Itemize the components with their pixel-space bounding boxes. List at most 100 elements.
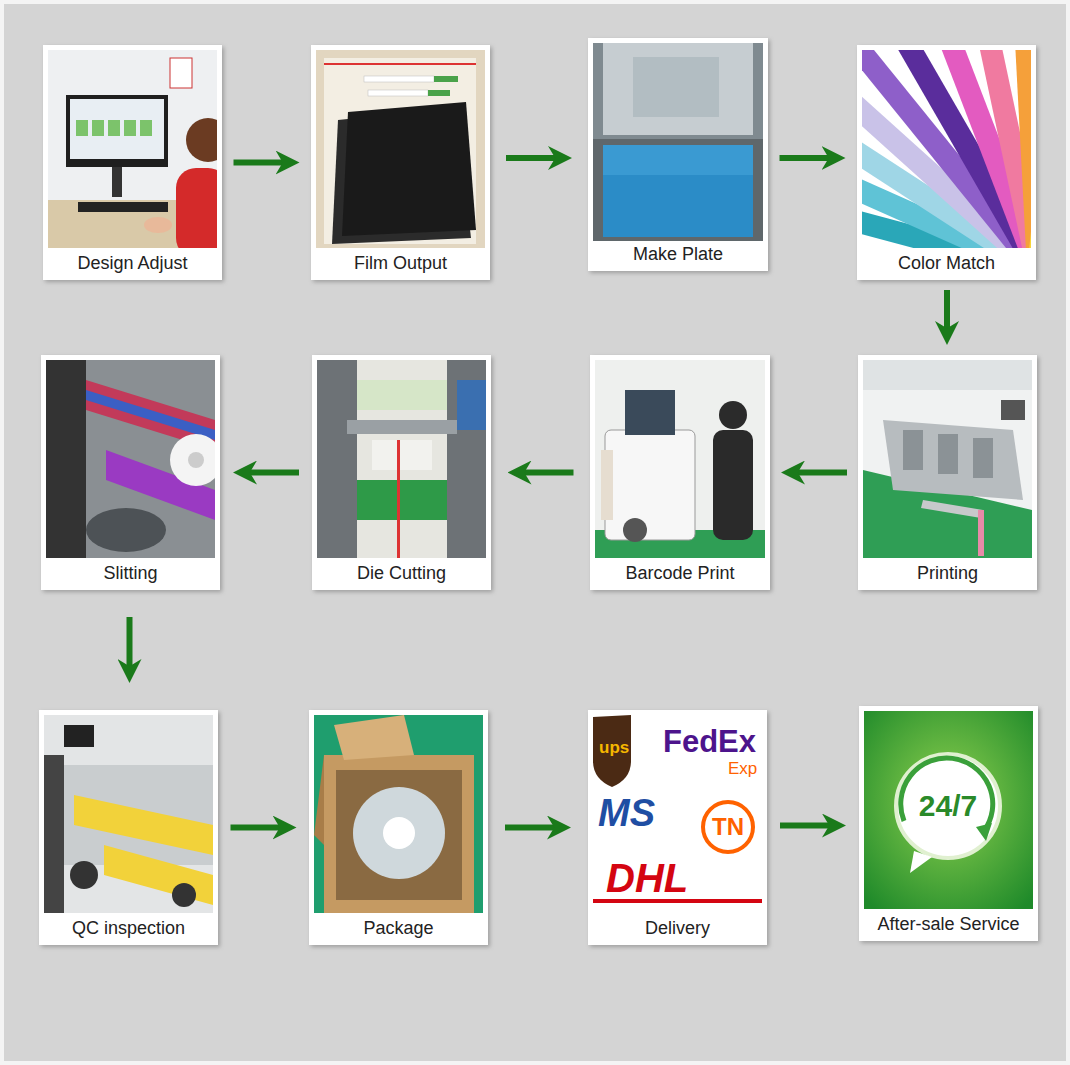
barcode-photo	[595, 360, 765, 558]
design-photo	[70, 99, 164, 159]
design-photo	[124, 120, 136, 136]
qc-photo	[172, 883, 196, 907]
support-photo	[864, 711, 1033, 909]
film-photo	[324, 58, 476, 244]
delivery-photo	[593, 715, 762, 913]
diecut-photo	[397, 440, 400, 558]
colorfan-photo	[1027, 0, 1070, 271]
slitting-photo	[170, 434, 222, 486]
diecut-photo	[317, 360, 486, 558]
barcode-photo	[601, 450, 613, 520]
colorfan-photo	[967, 0, 1049, 272]
delivery-photo	[593, 715, 762, 913]
design-photo	[144, 217, 172, 233]
flow-arrow	[793, 470, 847, 476]
courier-logo: ups	[599, 739, 629, 756]
package-photo	[314, 715, 483, 913]
film-photo	[316, 50, 485, 248]
barcode-photo	[605, 430, 695, 540]
design-photo	[108, 120, 120, 136]
step-caption: Die Cutting	[314, 559, 489, 587]
slitting-photo	[46, 360, 215, 558]
film-photo	[316, 50, 485, 248]
flow-arrow	[231, 825, 285, 831]
design-photo	[78, 202, 168, 212]
qc-photo	[104, 845, 213, 905]
step-caption: After-sale Service	[861, 910, 1036, 938]
film-photo	[342, 102, 476, 236]
barcode-photo	[713, 430, 753, 540]
package-photo	[314, 715, 483, 913]
barcode-photo	[625, 390, 675, 435]
printing-photo	[883, 420, 1023, 500]
package-photo	[353, 787, 445, 879]
qc-photo	[44, 755, 64, 913]
design-photo	[140, 120, 152, 136]
qc-photo	[74, 795, 213, 855]
process-card: Film Output	[311, 45, 490, 280]
film-photo	[324, 63, 476, 65]
step-caption: Barcode Print	[592, 559, 768, 587]
process-card: Die Cutting	[312, 355, 491, 590]
step-caption: Design Adjust	[45, 249, 220, 277]
printing-photo	[978, 510, 984, 556]
step-caption: Printing	[860, 559, 1035, 587]
flow-arrow	[505, 825, 559, 831]
printing-photo	[921, 500, 983, 518]
support-photo	[864, 711, 1033, 909]
courier-logo: Exp	[728, 760, 757, 777]
process-card: Make Plate	[588, 38, 768, 271]
card-frame	[311, 45, 490, 280]
step-caption: Slitting	[43, 559, 218, 587]
printing-photo	[1001, 400, 1025, 420]
design-photo	[186, 118, 230, 162]
qc-photo	[44, 715, 213, 913]
step-caption: Package	[311, 914, 486, 942]
design-photo	[92, 120, 104, 136]
barcode-photo	[719, 401, 747, 429]
plate-photo	[603, 43, 753, 135]
package-photo	[383, 817, 415, 849]
process-card: Design Adjust	[43, 45, 222, 280]
printing-photo	[863, 360, 1032, 558]
plate-photo	[603, 145, 753, 175]
printing-photo	[863, 360, 1032, 390]
card-frame	[312, 355, 491, 590]
slitting-photo	[188, 452, 204, 468]
design-photo	[112, 167, 122, 197]
design-photo	[48, 50, 230, 258]
flow-arrow	[944, 290, 950, 333]
step-caption: Color Match	[859, 249, 1034, 277]
package-photo	[334, 715, 414, 760]
flow-arrow	[520, 470, 574, 476]
design-photo	[76, 120, 88, 136]
card-frame	[39, 710, 218, 945]
slitting-photo	[86, 390, 215, 440]
delivery-photo	[703, 802, 753, 852]
plate-photo	[633, 57, 719, 117]
qc-photo	[64, 725, 94, 747]
package-photo	[314, 755, 324, 845]
support-photo	[910, 851, 932, 873]
qc-photo	[44, 715, 213, 913]
qc-photo	[70, 861, 98, 889]
colorfan-photo	[1012, 0, 1049, 271]
process-card: QC inspection	[39, 710, 218, 945]
package-photo	[336, 770, 462, 900]
printing-photo	[938, 434, 958, 474]
card-frame	[590, 355, 770, 590]
printing-photo	[903, 430, 923, 470]
process-card: Color Match	[857, 45, 1036, 280]
process-card: Barcode Print	[590, 355, 770, 590]
diecut-photo	[372, 440, 432, 470]
process-card: Slitting	[41, 355, 220, 590]
diecut-photo	[347, 420, 457, 434]
hours-badge: 24/7	[919, 791, 977, 821]
courier-logo: FedEx	[663, 726, 756, 757]
design-photo	[170, 58, 192, 88]
support-photo	[976, 823, 992, 841]
design-photo	[176, 168, 228, 258]
slitting-photo	[86, 508, 166, 552]
step-caption: QC inspection	[41, 914, 216, 942]
